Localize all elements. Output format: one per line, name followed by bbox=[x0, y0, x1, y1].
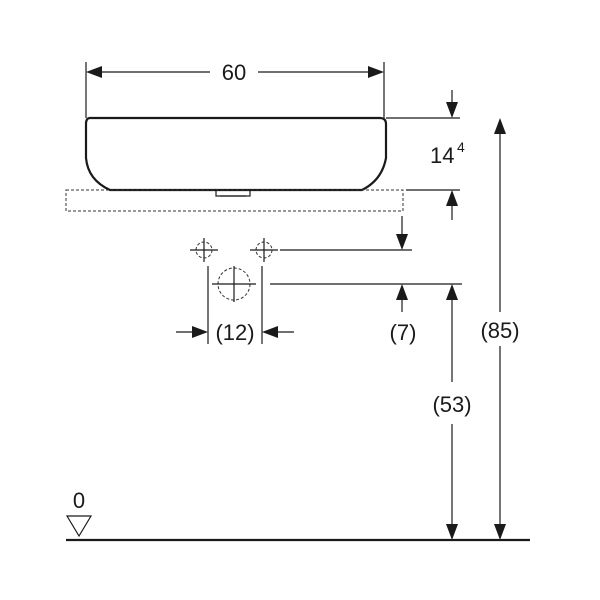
countertop-outline bbox=[65, 189, 404, 212]
drain-offset-dimension: (7) bbox=[390, 216, 417, 345]
floor-level-triangle-icon bbox=[65, 515, 93, 538]
basin-height-label: 14 bbox=[430, 143, 454, 168]
drain-height-dimension: (53) bbox=[432, 284, 472, 540]
total-height-label: (85) bbox=[480, 318, 519, 343]
drain-crosshair bbox=[212, 266, 256, 302]
width-dimension: 60 bbox=[85, 60, 385, 118]
width-label: 60 bbox=[222, 60, 246, 85]
upper-crosshair-right bbox=[250, 238, 278, 262]
basin-outline bbox=[84, 116, 388, 197]
drain-height-label: (53) bbox=[432, 392, 471, 417]
floor-level-marker: 0 bbox=[65, 488, 530, 542]
waste-spacing-dimension: (12) bbox=[176, 266, 294, 345]
basin-height-dimension: 14 4 bbox=[386, 90, 465, 220]
total-height-dimension: (85) bbox=[480, 118, 520, 540]
drain-offset-label: (7) bbox=[390, 320, 417, 345]
basin-height-superscript: 4 bbox=[457, 139, 465, 155]
floor-level-label: 0 bbox=[73, 488, 85, 513]
upper-crosshair-left bbox=[190, 238, 218, 262]
waste-spacing-label: (12) bbox=[215, 320, 254, 345]
